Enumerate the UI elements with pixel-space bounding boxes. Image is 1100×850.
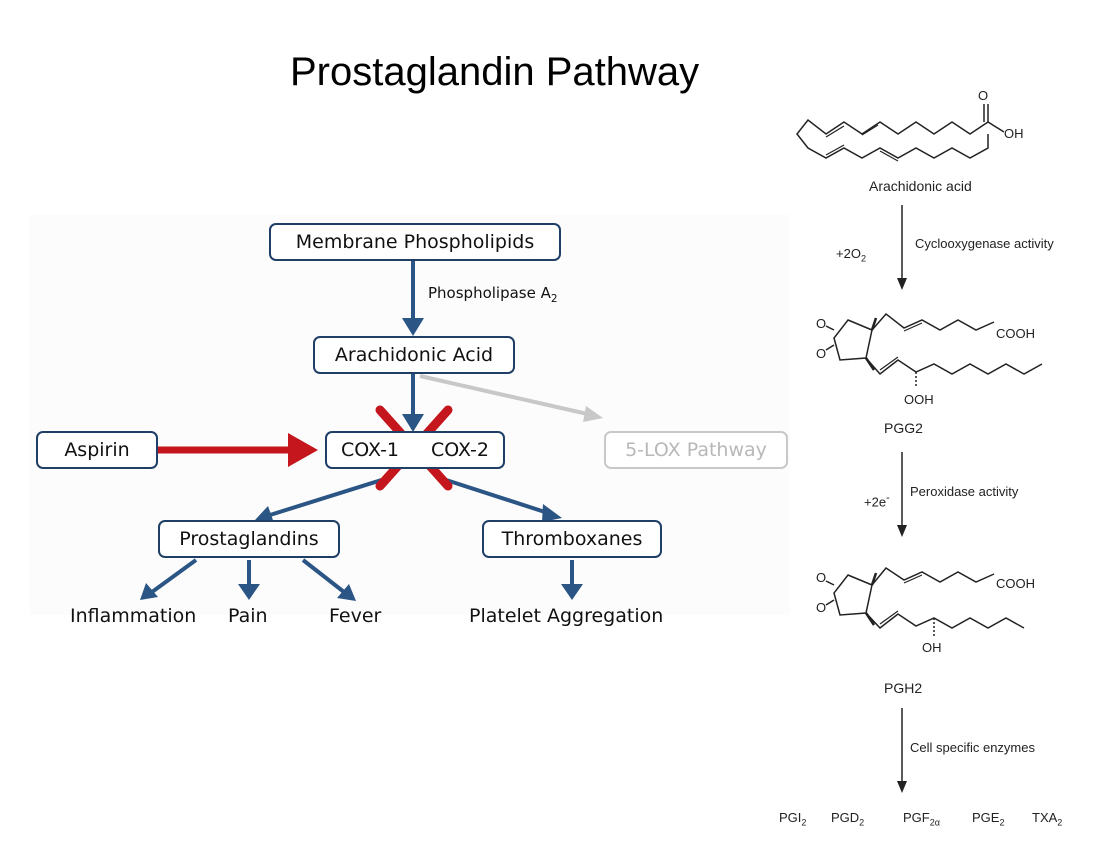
arrow-to-platelet-aggregation bbox=[561, 560, 583, 600]
node-prostaglandins: Prostaglandins bbox=[158, 520, 340, 558]
atom-oh: OH bbox=[922, 640, 942, 655]
node-thromboxanes: Thromboxanes bbox=[482, 520, 662, 558]
compound-pgg2: PGG2 bbox=[884, 420, 923, 436]
cofactor-o2: +2O2 bbox=[836, 246, 866, 264]
outcome-pain: Pain bbox=[228, 605, 268, 627]
pgg2-structure bbox=[825, 312, 1043, 388]
atom-oh-acid: OH bbox=[1004, 126, 1024, 141]
atom-cooh-pgh2: COOH bbox=[996, 576, 1035, 591]
cox2-label: COX-2 bbox=[430, 439, 489, 461]
product-pge2: PGE2 bbox=[972, 810, 1005, 828]
reaction-arrow-3 bbox=[897, 708, 907, 793]
compound-arachidonic-acid: Arachidonic acid bbox=[869, 178, 972, 194]
node-membrane-phospholipids: Membrane Phospholipids bbox=[269, 223, 561, 261]
reaction-arrow-1 bbox=[897, 205, 907, 290]
arrow-to-fever bbox=[301, 558, 356, 601]
arrow-arachidonic-to-lox bbox=[419, 374, 603, 422]
pgh2-structure bbox=[825, 566, 1025, 636]
arrow-cox-to-prostaglandins bbox=[255, 476, 389, 523]
product-pgf2a: PGF2α bbox=[903, 810, 941, 828]
compound-pgh2: PGH2 bbox=[884, 680, 923, 696]
atom-cooh-pgg2: COOH bbox=[996, 326, 1035, 341]
arrow-arachidonic-to-cox bbox=[402, 372, 424, 432]
step-cell-specific-enzymes: Cell specific enzymes bbox=[910, 740, 1035, 755]
atom-peroxide-o-top: O bbox=[816, 316, 827, 331]
arrow-to-inflammation bbox=[140, 558, 198, 600]
outcome-platelet-aggregation: Platelet Aggregation bbox=[469, 605, 664, 627]
product-txa2: TXA2 bbox=[1032, 810, 1063, 828]
enzyme-phospholipase-a2: Phospholipase A2 bbox=[428, 284, 558, 305]
arrow-cox-to-thromboxanes bbox=[439, 476, 562, 522]
reaction-arrow-2 bbox=[897, 452, 907, 537]
atom-ooh: OOH bbox=[904, 392, 934, 407]
outcome-inflammation: Inflammation bbox=[70, 605, 197, 627]
node-cox: COX-1 COX-2 bbox=[325, 431, 505, 469]
atom-peroxide-o-bottom: O bbox=[816, 346, 827, 361]
arrow-aspirin-to-cox bbox=[158, 433, 318, 467]
product-pgi2: PGI2 bbox=[779, 810, 807, 828]
page-title: Prostaglandin Pathway bbox=[290, 50, 700, 94]
atom-peroxide2-o-top: O bbox=[816, 570, 827, 585]
arachidonic-acid-structure bbox=[796, 104, 1005, 162]
outcome-fever: Fever bbox=[329, 605, 382, 627]
atom-peroxide2-o-bottom: O bbox=[816, 600, 827, 615]
cofactor-electrons: +2e- bbox=[864, 492, 890, 510]
node-arachidonic-acid: Arachidonic Acid bbox=[313, 336, 515, 374]
arrow-membrane-to-arachidonic bbox=[402, 260, 424, 336]
node-5-lox-pathway: 5-LOX Pathway bbox=[604, 431, 788, 469]
step-peroxidase: Peroxidase activity bbox=[910, 484, 1019, 499]
node-aspirin: Aspirin bbox=[36, 431, 158, 469]
arrow-to-pain bbox=[238, 560, 260, 600]
atom-o-carbonyl: O bbox=[978, 88, 989, 103]
step-cyclooxygenase: Cyclooxygenase activity bbox=[915, 236, 1054, 251]
cox1-label: COX-1 bbox=[341, 439, 400, 461]
product-pgd2: PGD2 bbox=[831, 810, 865, 828]
